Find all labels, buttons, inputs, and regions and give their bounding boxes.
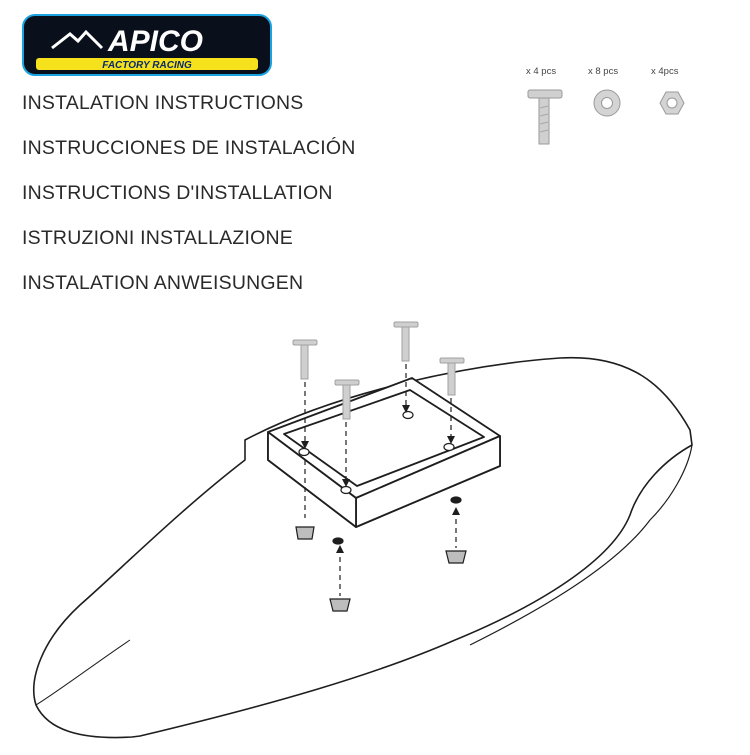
bolt-2 — [393, 321, 419, 362]
installation-diagram — [0, 300, 750, 750]
logo-tagline: FACTORY RACING — [102, 60, 192, 71]
washer-icon — [593, 89, 621, 117]
title-italian: ISTRUZIONI INSTALLAZIONE — [22, 227, 293, 249]
guide-lines — [304, 364, 457, 596]
apico-logo: APICO FACTORY RACING — [22, 14, 272, 76]
bolt-quantity: x 4 pcs — [526, 66, 557, 77]
title-french: INSTRUCTIONS D'INSTALLATION — [22, 182, 333, 204]
title-english: INSTALATION INSTRUCTIONS — [22, 92, 304, 114]
arrow-heads — [301, 405, 460, 553]
hardware-list: x 4 pcs x 8 pcs x 4pcs — [520, 66, 720, 156]
bolt-3 — [334, 379, 360, 420]
washer-mark — [450, 496, 462, 504]
logo-brand: APICO — [107, 25, 203, 58]
title-spanish: INSTRUCCIONES DE INSTALACIÓN — [22, 137, 356, 159]
bolt-1 — [292, 339, 318, 380]
fender-hardware — [295, 496, 467, 612]
nut-mark — [295, 526, 315, 540]
box-holes — [298, 410, 455, 495]
diagram-bolts — [292, 321, 465, 420]
nut-icon — [659, 91, 685, 115]
nut-mark — [445, 550, 467, 564]
washer-mark — [332, 537, 344, 545]
nut-quantity: x 4pcs — [651, 66, 679, 77]
instruction-titles: INSTALATION INSTRUCTIONS INSTRUCCIONES D… — [22, 92, 356, 317]
bolt-icon — [527, 89, 563, 145]
bolt-4 — [439, 357, 465, 396]
washer-quantity: x 8 pcs — [588, 66, 619, 77]
mountain-icon — [51, 29, 104, 50]
fender-outline — [33, 356, 693, 739]
title-german: INSTALATION ANWEISUNGEN — [22, 272, 304, 294]
nut-mark — [329, 598, 351, 612]
mount-box — [267, 377, 501, 528]
